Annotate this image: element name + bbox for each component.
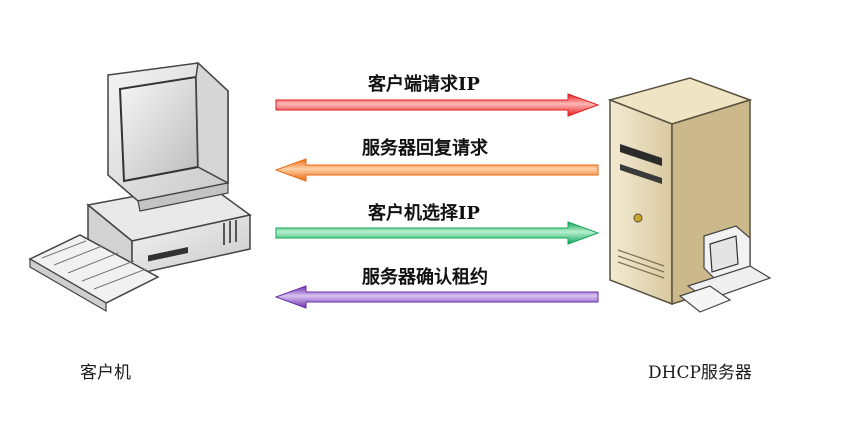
message-label-4: 服务器确认租约 xyxy=(362,267,488,288)
arrow-left-icon-4 xyxy=(274,285,599,309)
arrow-left-icon-2 xyxy=(274,158,599,182)
message-label-3: 客户机选择IP xyxy=(368,203,480,224)
arrow-right-icon-1 xyxy=(275,93,600,117)
message-label-2: 服务器回复请求 xyxy=(362,138,488,159)
message-label-1: 客户端请求IP xyxy=(368,74,480,95)
client-label: 客户机 xyxy=(80,363,131,383)
client-computer-icon xyxy=(28,61,252,313)
server-label: DHCP服务器 xyxy=(648,363,752,383)
arrow-right-icon-3 xyxy=(275,221,600,245)
dhcp-server-icon xyxy=(607,77,772,313)
